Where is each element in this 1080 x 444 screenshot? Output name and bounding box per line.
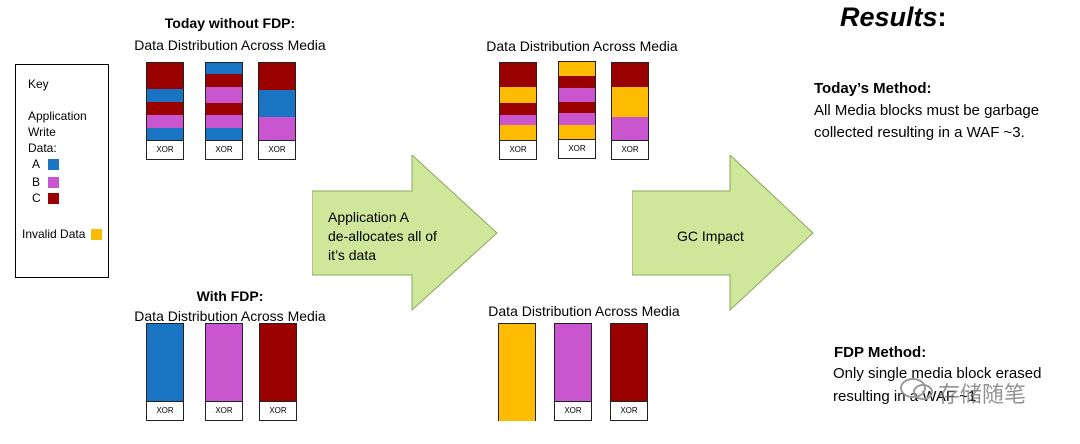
xor-label: XOR <box>612 140 648 159</box>
transition-arrow-1 <box>312 155 498 311</box>
media-block-stack: XOR <box>205 62 243 160</box>
transition-arrow-2 <box>632 155 814 311</box>
media-block-stack: XOR <box>146 62 184 160</box>
swatch-b <box>48 177 59 188</box>
xor-label: XOR <box>260 401 296 420</box>
wechat-logo-icon <box>898 376 936 402</box>
swatch-invalid <box>91 229 102 240</box>
results-colon: : <box>937 2 947 32</box>
xor-label: XOR <box>259 140 295 159</box>
media-block-stack: XOR <box>499 62 537 160</box>
key-line-write: Write <box>28 125 56 139</box>
fdp-method-line1: Only single media block erased <box>833 365 1042 382</box>
media-block-stack: XOR <box>259 323 297 421</box>
media-block-stack: XOR <box>146 323 184 421</box>
media-block-stack: XOR <box>554 323 592 421</box>
key-label-c: C <box>32 191 41 205</box>
xor-label: XOR <box>555 401 591 420</box>
xor-label: XOR <box>147 140 183 159</box>
today-method-line2: collected resulting in a WAF ~3. <box>814 124 1025 141</box>
key-label-invalid: Invalid Data <box>22 227 86 241</box>
xor-label: XOR <box>500 140 536 159</box>
media-block-stack: XOR <box>205 323 243 421</box>
arrow2-label: GC Impact <box>677 228 744 244</box>
results-title: Results <box>840 2 938 32</box>
media-block-stack: XOR <box>610 323 648 421</box>
media-block-stack: XOR <box>258 62 296 160</box>
top-left-subtitle: Data Distribution Across Media <box>134 37 326 53</box>
swatch-a <box>48 159 59 170</box>
key-line-data: Data: <box>28 141 57 155</box>
xor-label: XOR <box>611 401 647 420</box>
swatch-c <box>48 193 59 204</box>
top-mid-subtitle: Data Distribution Across Media <box>486 38 678 54</box>
bottom-left-title: With FDP: <box>196 288 264 304</box>
key-label-b: B <box>32 175 41 189</box>
arrow1-line2: de-allocates all of <box>328 228 437 244</box>
key-label-a: A <box>32 157 41 171</box>
media-block-stack: XOR <box>558 61 596 159</box>
xor-label: XOR <box>559 139 595 158</box>
fdp-method-heading: FDP Method: <box>834 344 927 361</box>
today-method-line1: All Media blocks must be garbage <box>814 102 1040 119</box>
bottom-left-subtitle: Data Distribution Across Media <box>134 308 326 324</box>
results-heading: Results: <box>840 2 947 33</box>
today-method-heading: Today’s Method: <box>814 80 932 97</box>
fdp-method-line2: resulting in a WAF ~1 <box>833 388 977 405</box>
media-block-stack: XOR <box>611 62 649 160</box>
media-block-stack <box>498 323 536 421</box>
top-left-title: Today without FDP: <box>164 15 296 31</box>
legend-key-box <box>15 64 109 278</box>
bottom-mid-subtitle: Data Distribution Across Media <box>488 303 680 319</box>
xor-label: XOR <box>206 401 242 420</box>
xor-label: XOR <box>147 401 183 420</box>
key-title: Key <box>28 77 49 91</box>
arrow1-line1: Application A <box>328 209 409 225</box>
key-line-application: Application <box>28 109 87 123</box>
xor-label: XOR <box>206 140 242 159</box>
watermark-text: 存储随笔 <box>938 382 1027 407</box>
arrow1-line3: it’s data <box>328 247 376 263</box>
